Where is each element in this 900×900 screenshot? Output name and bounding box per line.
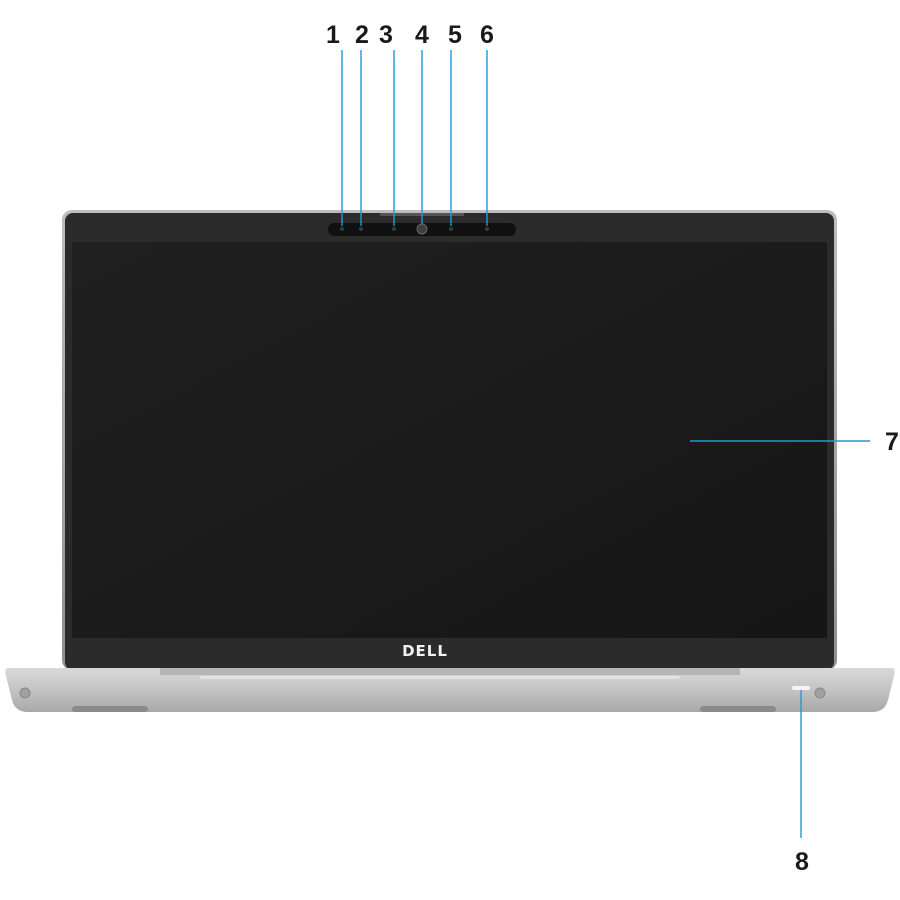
sensor-3 [392,227,396,231]
hinge-highlight [200,676,680,679]
callout-6: 6 [480,21,494,49]
callout-7: 7 [885,428,899,456]
camera-lens-icon [416,223,428,235]
status-light [792,686,810,690]
sensor-2 [359,227,363,231]
callout-1: 1 [326,21,340,49]
callout-4: 4 [415,21,429,49]
sensor-6 [485,227,489,231]
screw-right-icon [814,687,826,699]
callout-2: 2 [355,21,369,49]
sensor-5 [449,227,453,231]
dell-logo: DELL [402,642,448,660]
callout-8: 8 [795,848,809,876]
hinge-strip [160,668,740,675]
foot-right [700,706,776,712]
screw-left-icon [19,687,31,699]
display-panel [72,242,827,638]
callout-5: 5 [448,21,462,49]
foot-left [72,706,148,712]
sensor-1 [340,227,344,231]
callout-3: 3 [379,21,393,49]
